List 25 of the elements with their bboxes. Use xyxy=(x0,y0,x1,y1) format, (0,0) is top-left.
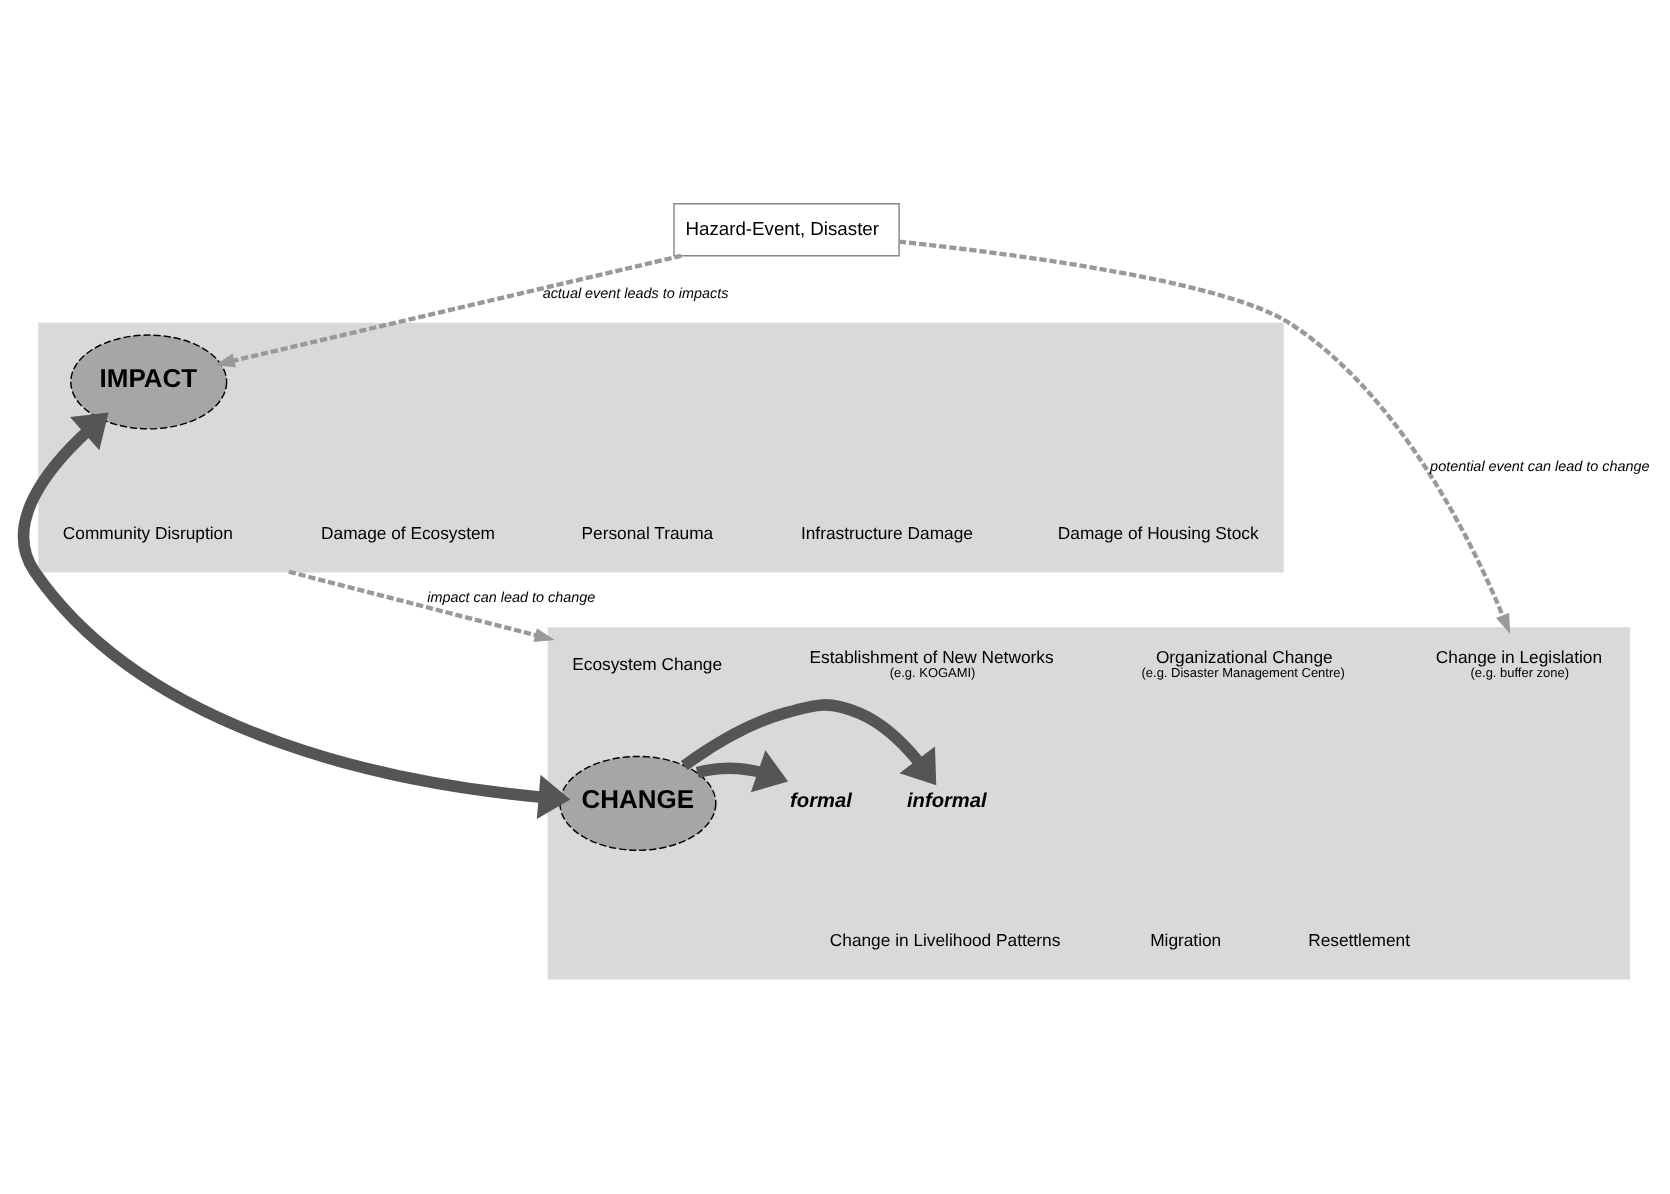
node-text: Migration xyxy=(1150,929,1222,950)
node-text: Resettlement xyxy=(1308,929,1411,950)
edge-label: impact can lead to change xyxy=(427,588,596,607)
arrow xyxy=(898,239,1511,635)
node-ellipse: CHANGE xyxy=(559,755,717,851)
node-box: Hazard-Event, Disaster xyxy=(673,203,900,257)
node-text: Infrastructure Damage xyxy=(800,522,973,543)
arrow xyxy=(288,569,555,642)
node-text: Community Disruption xyxy=(62,522,233,543)
edge-label: potential event can lead to change xyxy=(1430,456,1650,475)
cluster xyxy=(547,627,1630,980)
cluster xyxy=(38,322,1284,573)
node-text: informal xyxy=(907,791,987,814)
edge-label: actual event leads to impacts xyxy=(542,283,729,302)
node-text: Damage of Ecosystem xyxy=(321,522,495,543)
node-text: Personal Trauma xyxy=(581,522,714,543)
arrow xyxy=(214,253,682,368)
arrow xyxy=(680,699,937,786)
arrow xyxy=(18,412,571,820)
node-text: Ecosystem Change xyxy=(572,654,723,675)
node-text: formal xyxy=(790,791,852,814)
arrow xyxy=(695,750,789,793)
node-ellipse: IMPACT xyxy=(70,334,228,430)
node-text: Damage of Housing Stock xyxy=(1057,522,1259,543)
node-text: Change in Livelihood Patterns xyxy=(829,929,1061,950)
